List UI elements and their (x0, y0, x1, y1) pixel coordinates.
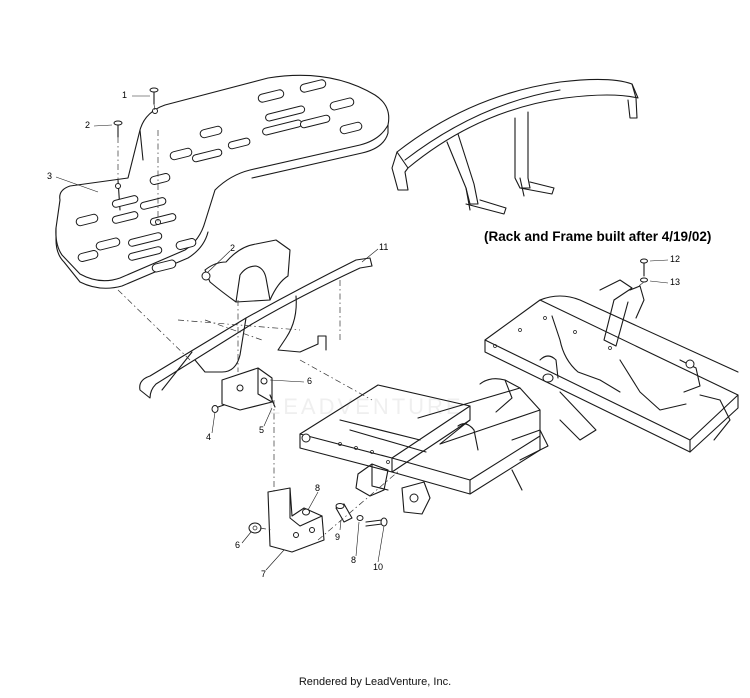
callout-8-lower: 8 (351, 555, 357, 565)
callout-13: 13 (670, 277, 681, 287)
callout-6-lower: 6 (235, 540, 241, 550)
callout-6: 6 (307, 376, 313, 386)
callout-11: 11 (379, 242, 389, 252)
callout-5: 5 (259, 425, 265, 435)
callout-7: 7 (261, 569, 267, 579)
callout-3: 3 (47, 171, 53, 181)
diagram-caption: (Rack and Frame built after 4/19/02) (484, 229, 712, 244)
footer-credit: Rendered by LeadVenture, Inc. (298, 676, 452, 688)
rack-support-drawing (139, 239, 373, 399)
bracket-drawing (248, 487, 388, 553)
callout-1: 1 (122, 90, 128, 100)
rack-screws (113, 87, 159, 222)
callout-2: 2 (85, 120, 91, 130)
callout-9: 9 (335, 532, 341, 542)
new-rack-frame-drawing (391, 78, 639, 215)
callout-4: 4 (206, 432, 212, 442)
watermark: LEADVENTURE (268, 394, 464, 419)
assembly-guide-lines (117, 280, 401, 541)
callout-leaders (55, 95, 669, 571)
main-frame-drawing (299, 378, 549, 515)
callout-12: 12 (670, 254, 681, 264)
callout-8: 8 (315, 483, 321, 493)
callout-2-lower: 2 (230, 243, 236, 253)
callout-10: 10 (373, 562, 384, 572)
new-main-frame-drawing (484, 258, 739, 453)
mount-hardware-drawing (211, 367, 276, 413)
rear-rack-drawing (55, 74, 390, 289)
